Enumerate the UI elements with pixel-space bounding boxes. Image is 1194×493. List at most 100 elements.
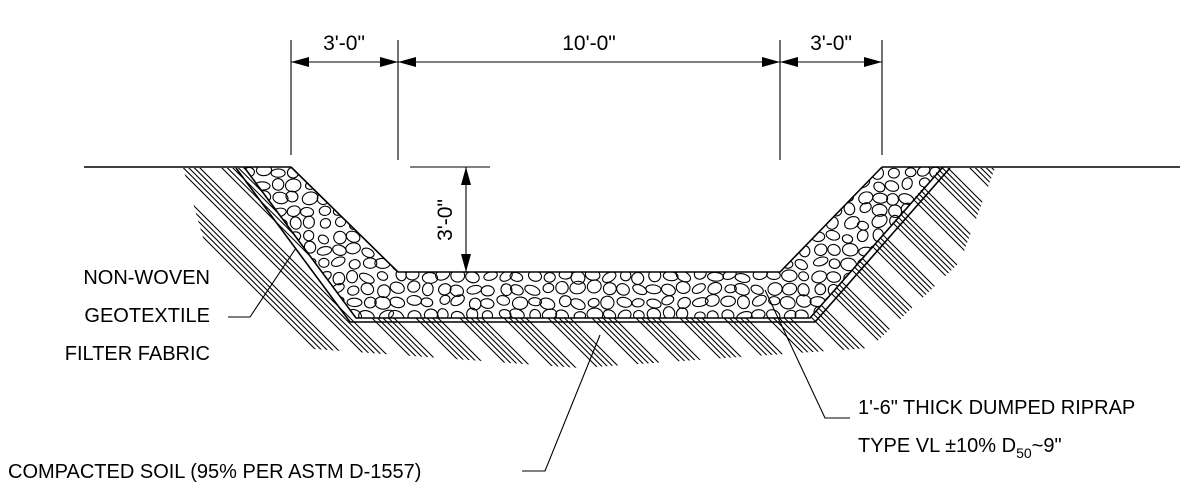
soil-hatch-mark (301, 357, 325, 368)
soil-hatch-mark (389, 225, 413, 249)
soil-hatch-mark (807, 313, 831, 337)
soil-hatch-mark (1006, 270, 1028, 292)
riprap-stone (299, 206, 315, 218)
riprap-stone (555, 280, 569, 295)
riprap-stone (408, 242, 422, 254)
riprap-stone (423, 176, 439, 190)
riprap-stone (522, 257, 539, 270)
soil-hatch-mark (235, 269, 259, 293)
riprap-stone (693, 228, 710, 243)
riprap-stone (616, 296, 633, 308)
soil-hatch-mark (279, 291, 303, 315)
riprap-stone (675, 307, 689, 318)
riprap-stone (602, 282, 617, 296)
soil-hatch-mark (961, 269, 985, 293)
soil-hatch-mark (895, 291, 919, 315)
riprap-stone (419, 257, 434, 268)
riprap-stone (602, 271, 617, 284)
soil-hatch-mark (565, 181, 589, 205)
riprap-stone (812, 256, 829, 267)
soil-hatch-mark (257, 357, 281, 368)
soil-hatch-mark (741, 168, 765, 183)
riprap-stone (900, 232, 914, 246)
soil-hatch-mark (367, 181, 391, 205)
soil-hatch-mark (983, 181, 995, 205)
soil-hatch-mark (697, 335, 721, 359)
riprap-stone (841, 242, 859, 257)
soil-hatch-mark (499, 247, 523, 271)
soil-hatch-mark (961, 225, 985, 249)
riprap-stone (814, 243, 828, 257)
soil-hatch-mark (939, 247, 963, 271)
soil-hatch-mark (587, 335, 611, 359)
riprap-stone (754, 256, 767, 269)
riprap-stone (528, 297, 543, 307)
riprap-stone (393, 178, 408, 191)
riprap-stone (363, 296, 377, 309)
soil-hatch-mark (763, 247, 787, 271)
riprap-stone (769, 190, 782, 203)
riprap-stone (724, 284, 737, 294)
soil-hatch-mark (851, 313, 875, 337)
riprap-stone (585, 181, 600, 193)
riprap-stone (557, 220, 570, 232)
soil-hatch-mark (235, 225, 259, 249)
riprap-stone (527, 269, 543, 282)
soil-hatch-mark (983, 247, 995, 271)
soil-hatch-mark (829, 313, 853, 337)
riprap-stone (524, 284, 541, 296)
soil-hatch-mark (939, 225, 963, 249)
soil-hatch-mark (741, 181, 765, 205)
soil-hatch-mark (323, 335, 347, 359)
riprap-stone (254, 309, 269, 318)
riprap-stone (677, 167, 691, 178)
riprap-stone (615, 255, 630, 268)
soil-hatch-mark (917, 313, 941, 337)
soil-hatch-mark (675, 335, 699, 359)
riprap-stone (584, 167, 601, 179)
soil-hatch-mark (279, 269, 303, 293)
riprap-stone (378, 201, 393, 215)
riprap-stone (691, 167, 704, 176)
riprap-stone (708, 245, 723, 258)
riprap-stone (794, 309, 809, 318)
soil-hatch-mark (785, 203, 809, 227)
riprap-stone (524, 242, 539, 256)
riprap-stone (781, 232, 793, 246)
riprap-stone (422, 245, 439, 255)
soil-hatch-mark (345, 313, 369, 337)
riprap-stone (737, 232, 750, 246)
soil-hatch-mark (609, 247, 633, 271)
soil-hatch-mark (895, 335, 919, 359)
riprap-stone (814, 283, 827, 296)
riprap-stone (513, 206, 526, 218)
riprap-stone (569, 280, 586, 295)
dim-left-top-width: 3'-0" (323, 32, 365, 55)
riprap-stone (675, 281, 691, 294)
soil-hatch-mark (183, 225, 193, 249)
riprap-stone (646, 307, 662, 318)
riprap-stone (465, 191, 480, 202)
riprap-stone (928, 284, 943, 296)
soil-hatch-mark (477, 313, 501, 337)
riprap-stone (406, 294, 423, 306)
riprap-stone (678, 191, 693, 205)
riprap-stone (377, 180, 390, 192)
soil-hatch-mark (851, 357, 875, 368)
riprap-stone (633, 309, 645, 318)
riprap-stone (601, 207, 613, 220)
soil-hatch-mark (895, 203, 919, 227)
riprap-stone (318, 205, 332, 216)
riprap-stone (739, 217, 753, 228)
soil-hatch-mark (719, 168, 743, 183)
riprap-stone (437, 308, 449, 318)
soil-hatch-mark (257, 203, 281, 227)
soil-hatch-mark (565, 168, 589, 183)
soil-hatch-mark (697, 203, 721, 227)
riprap-stone (604, 243, 620, 256)
soil-hatch-mark (653, 247, 677, 271)
riprap-stone (932, 217, 943, 229)
riprap-stone (389, 245, 405, 255)
riprap-stone (708, 219, 721, 230)
